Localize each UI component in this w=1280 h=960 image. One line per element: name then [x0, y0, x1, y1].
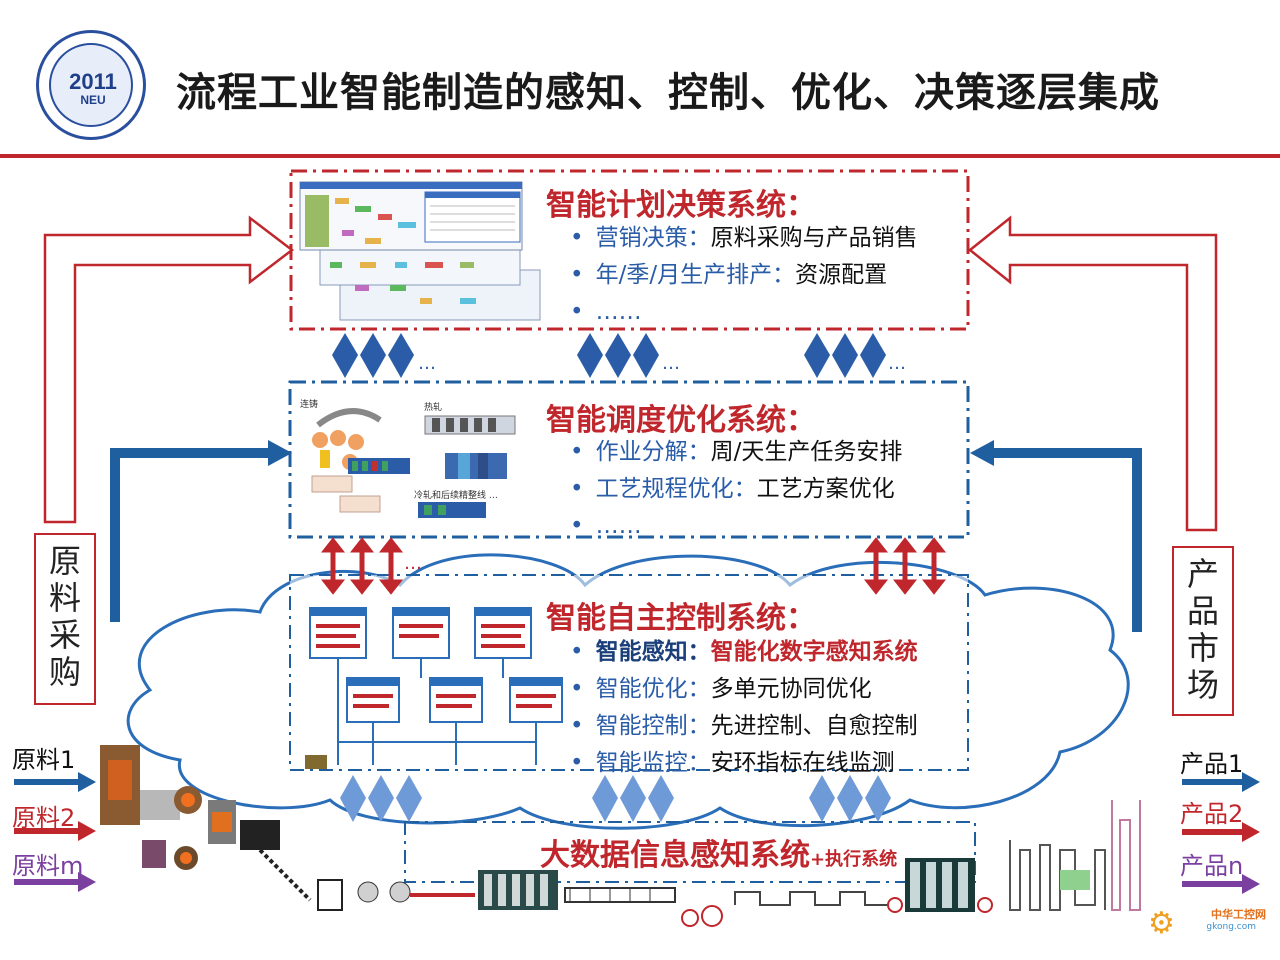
procurement-char: 购	[48, 653, 81, 691]
gear-icon: ⚙	[1148, 906, 1175, 941]
product-market-box: 产 品 市 场	[1172, 546, 1234, 716]
control-bullets: •智能感知：智能化数字感知系统 •智能优化：多单元协同优化 •智能控制：先进控制…	[570, 634, 918, 782]
procurement-char: 原	[48, 542, 81, 580]
market-char: 市	[1186, 629, 1219, 667]
watermark-text: 中华工控网	[1211, 908, 1266, 921]
scheduling-process-diagram	[311, 408, 516, 518]
ellipsis-4: …	[404, 553, 422, 574]
market-char: 场	[1186, 666, 1219, 704]
planning-scheduling-arrows	[332, 333, 886, 378]
control-system-title: 智能自主控制系统：	[546, 601, 816, 636]
control-block-diagram	[305, 607, 563, 769]
left-procurement-arrow	[43, 215, 295, 524]
ellipsis-2: …	[662, 353, 680, 374]
big-data-box	[404, 821, 976, 883]
input-arrows	[14, 772, 96, 892]
control-item: •智能监控：安环指标在线监测	[570, 750, 895, 776]
left-blue-arrowhead	[268, 440, 292, 466]
control-item: •智能感知：智能化数字感知系统	[570, 639, 918, 665]
control-item: •智能控制：先进控制、自愈控制	[570, 713, 918, 739]
big-data-main: 大数据信息感知系统	[540, 838, 810, 873]
page-title: 流程工业智能制造的感知、控制、优化、决策逐层集成	[176, 70, 1160, 116]
production-line	[100, 745, 1141, 927]
planning-item: •营销决策：原料采购与产品销售	[570, 225, 918, 251]
watermark-url: gkong.com	[1206, 922, 1256, 932]
planning-system-title: 智能计划决策系统：	[546, 188, 816, 223]
market-char: 品	[1186, 592, 1219, 630]
title-divider	[0, 154, 1280, 158]
planning-gantt-screenshot	[299, 181, 541, 321]
logo-emblem: 2011 NEU	[49, 43, 133, 127]
procurement-char: 采	[48, 616, 81, 654]
planning-item: •年/季/月生产排产：资源配置	[570, 262, 888, 288]
planning-item: •……	[570, 299, 642, 325]
right-market-arrow	[967, 215, 1218, 532]
ellipsis-3: …	[888, 353, 906, 374]
control-item: •智能优化：多单元协同优化	[570, 676, 872, 702]
scheduling-system-title: 智能调度优化系统：	[546, 403, 816, 438]
input-label-1: 原料1	[12, 746, 76, 774]
cold-rolling-label: 冷轧和后续精整线 …	[414, 491, 498, 501]
scheduling-bullets: •作业分解：周/天生产任务安排 •工艺规程优化：工艺方案优化 •……	[570, 434, 902, 545]
logo-org: NEU	[80, 93, 106, 107]
university-logo: 2011 NEU	[36, 30, 146, 140]
scheduling-control-arrows	[320, 537, 947, 595]
right-blue-arrowhead	[970, 440, 994, 466]
raw-material-procurement-box: 原 料 采 购	[34, 533, 96, 705]
hot-rolling-label: 热轧	[424, 403, 443, 413]
scheduling-item: •作业分解：周/天生产任务安排	[570, 439, 903, 465]
planning-bullets: •营销决策：原料采购与产品销售 •年/季/月生产排产：资源配置 •……	[570, 220, 918, 331]
output-arrows	[1182, 772, 1260, 894]
procurement-char: 料	[48, 579, 81, 617]
output-label-1: 产品1	[1180, 750, 1244, 778]
scheduling-box	[288, 380, 970, 539]
input-label-2: 原料2	[12, 804, 76, 832]
left-blue-arrow	[110, 448, 270, 622]
control-bigdata-arrows	[340, 775, 891, 822]
right-blue-arrow	[992, 448, 1142, 632]
scheduling-item: •……	[570, 513, 642, 539]
input-label-m: 原料m	[12, 852, 84, 880]
market-char: 产	[1186, 555, 1219, 593]
big-data-suffix: +执行系统	[810, 849, 898, 870]
output-label-2: 产品2	[1180, 800, 1244, 828]
scheduling-item: •工艺规程优化：工艺方案优化	[570, 476, 895, 502]
logo-year: 2011	[69, 69, 117, 94]
output-label-n: 产品n	[1180, 852, 1244, 880]
big-data-system-title: 大数据信息感知系统+执行系统	[540, 830, 897, 874]
ellipsis-1: …	[418, 353, 436, 374]
casting-label: 连铸	[300, 400, 319, 410]
